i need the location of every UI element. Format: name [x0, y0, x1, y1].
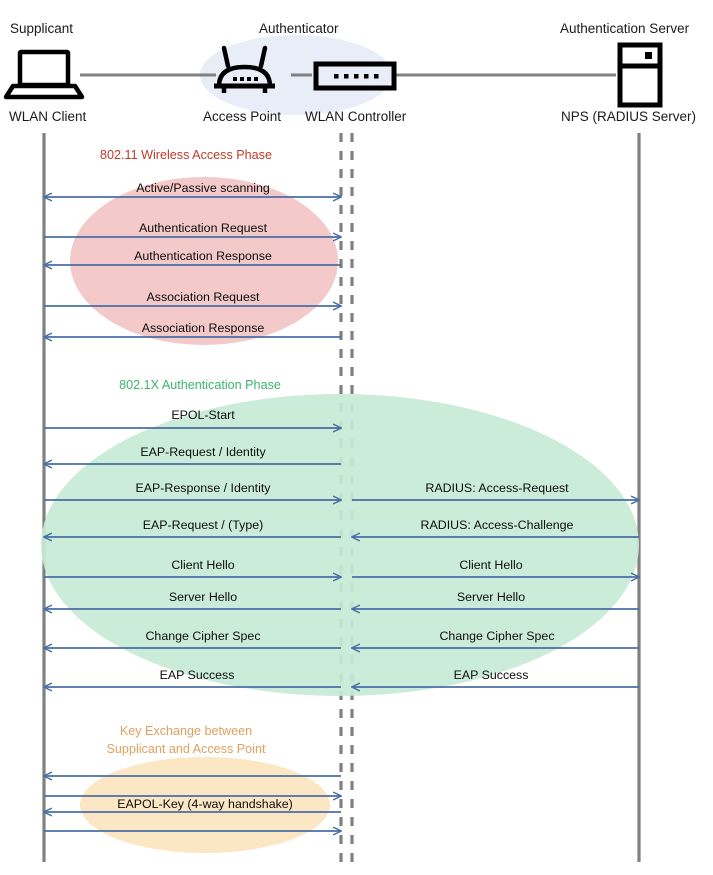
phase-label-key-exchange-line2: Supplicant and Access Point: [107, 742, 266, 756]
role-title-authentication-server: Authentication Server: [560, 21, 690, 36]
message-group-8021x: EPOL-Start EAP-Request / Identity EAP-Re…: [44, 408, 639, 687]
message-label-active-passive-scanning: Active/Passive scanning: [136, 181, 270, 195]
message-label-change-cipher-spec-left: Change Cipher Spec: [145, 629, 260, 643]
phase-label-key-exchange-line1: Key Exchange between: [120, 724, 252, 738]
node-label-wlan-client: WLAN Client: [9, 109, 87, 124]
message-label-radius-access-request: RADIUS: Access-Request: [425, 481, 569, 495]
message-label-eap-success-left: EAP Success: [160, 668, 235, 682]
role-title-supplicant: Supplicant: [10, 21, 73, 36]
message-label-epol-start: EPOL-Start: [171, 408, 235, 422]
message-label-client-hello-left: Client Hello: [171, 558, 234, 572]
phase-ellipse-key-exchange: [80, 757, 330, 853]
phase-ellipse-80211: [70, 177, 338, 345]
message-group-key-exchange: EAPOL-Key (4-way handshake): [44, 776, 341, 831]
message-label-server-hello-left: Server Hello: [169, 590, 237, 604]
message-label-change-cipher-spec-right: Change Cipher Spec: [439, 629, 554, 643]
server-icon: [617, 42, 663, 108]
message-label-client-hello-right: Client Hello: [459, 558, 522, 572]
message-label-server-hello-right: Server Hello: [457, 590, 525, 604]
phase-label-80211: 802.11 Wireless Access Phase: [100, 148, 272, 162]
message-label-association-request: Association Request: [147, 290, 261, 304]
node-label-access-point: Access Point: [203, 109, 281, 124]
wlan-controller-icon: [313, 61, 397, 91]
message-label-authentication-request: Authentication Request: [139, 221, 268, 235]
message-label-eap-request-identity: EAP-Request / Identity: [140, 445, 266, 459]
message-label-eap-request-type: EAP-Request / (Type): [143, 518, 264, 532]
message-label-eap-response-identity: EAP-Response / Identity: [136, 481, 272, 495]
role-title-authenticator: Authenticator: [259, 21, 339, 36]
access-point-icon: [214, 45, 275, 93]
node-label-nps-radius-server: NPS (RADIUS Server): [561, 109, 696, 124]
node-label-wlan-controller: WLAN Controller: [305, 109, 407, 124]
message-label-eapol-key-handshake: EAPOL-Key (4-way handshake): [117, 797, 293, 811]
message-group-80211: Active/Passive scanning Authentication R…: [44, 181, 341, 337]
laptop-icon: [3, 49, 85, 100]
phase-ellipse-8021x: [41, 394, 639, 696]
phase-label-8021x: 802.1X Authentication Phase: [119, 378, 281, 392]
message-label-association-response: Association Response: [142, 321, 265, 335]
message-label-authentication-response: Authentication Response: [134, 249, 272, 263]
message-label-radius-access-challenge: RADIUS: Access-Challenge: [421, 518, 574, 532]
message-label-eap-success-right: EAP Success: [454, 668, 529, 682]
